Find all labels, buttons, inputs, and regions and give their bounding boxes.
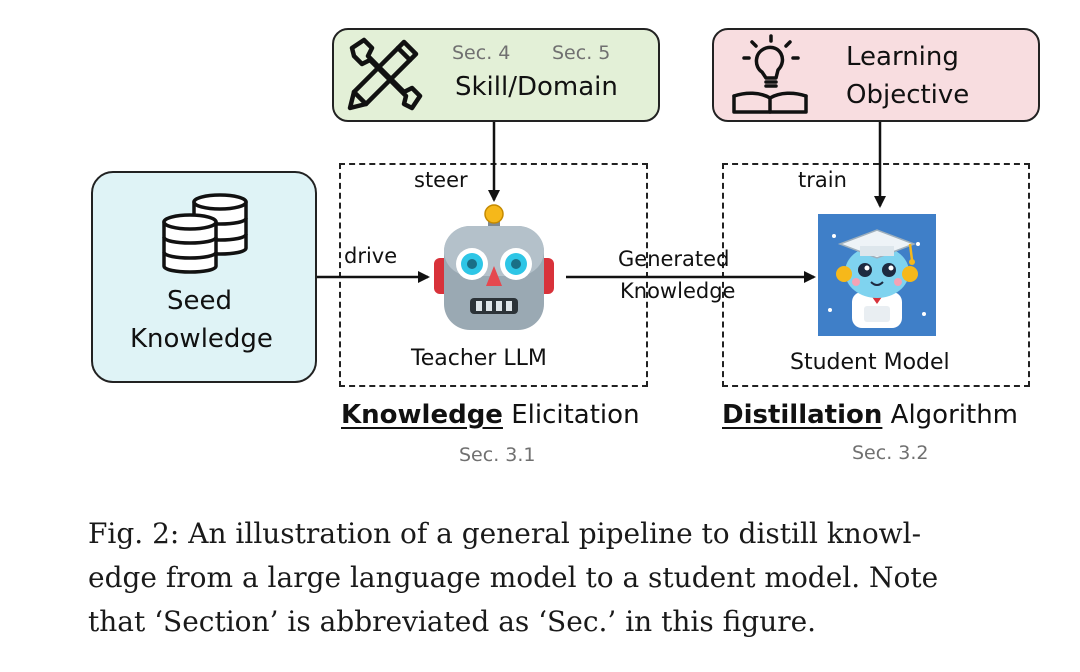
learning-line1: Learning [846,42,959,72]
skill-sec-5: Sec. 5 [552,42,611,64]
database-icon [162,193,248,274]
distillation-algorithm-heading: Distillation Algorithm [722,400,1018,430]
seed-line2: Knowledge [130,324,273,354]
robot-icon [434,204,554,330]
tools-icon [347,37,423,111]
knowledge-elicitation-heading: Knowledge Elicitation [341,400,640,430]
skill-domain-label: Skill/Domain [455,72,618,102]
student-graduate-icon [818,214,936,336]
steer-label: steer [414,168,468,192]
distillation-algorithm-bold: Distillation [722,400,883,430]
drive-label: drive [344,244,398,268]
generated-label-line2: Knowledge [620,279,736,303]
train-label: train [798,168,847,192]
student-model-label: Student Model [790,350,950,375]
lightbulb-book-icon [732,34,808,114]
knowledge-elicitation-rest: Elicitation [502,400,640,430]
figure-caption: Fig. 2: An illustration of a general pip… [88,517,939,638]
skill-sec-4: Sec. 4 [452,42,511,64]
elicitation-sec: Sec. 3.1 [459,444,536,466]
distillation-algorithm-rest: Algorithm [882,400,1019,430]
distillation-algorithm-frame [722,163,1030,387]
learning-line2: Objective [846,80,970,110]
learning-objective-box [712,28,1040,122]
generated-label-line1: Generated [618,247,730,271]
seed-line1: Seed [167,286,232,316]
distillation-sec: Sec. 3.2 [852,442,929,464]
knowledge-elicitation-bold: Knowledge [341,400,503,430]
teacher-llm-label: Teacher LLM [411,346,547,371]
